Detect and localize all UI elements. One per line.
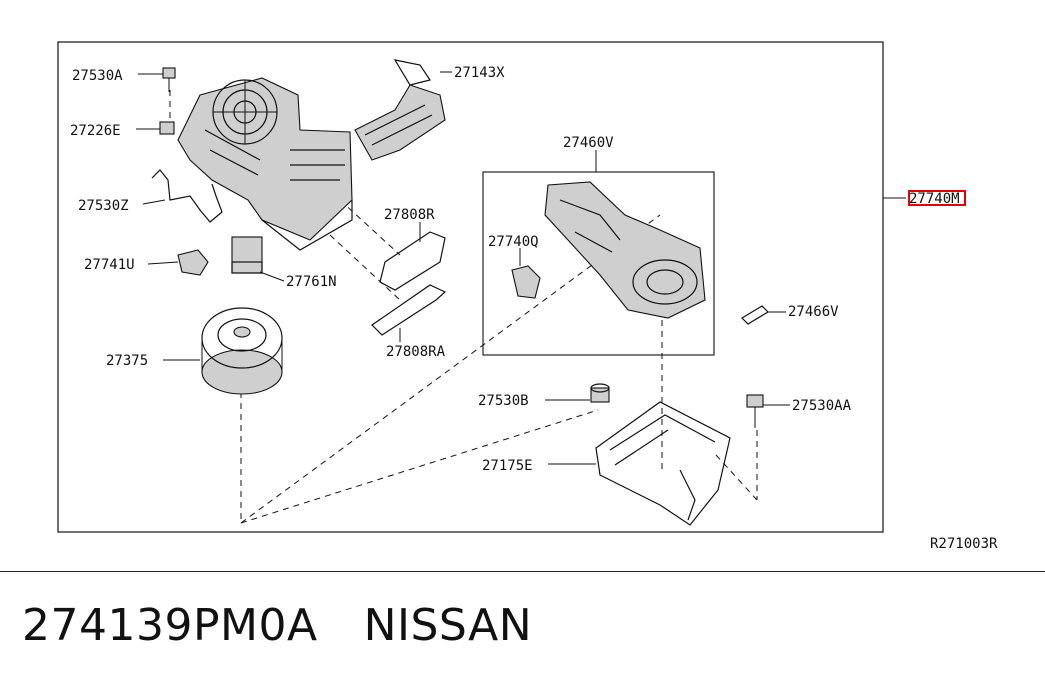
blower-housing [177,77,353,251]
reference-code: R271003R [930,536,998,552]
sensor-27741U [177,249,209,276]
part-number: 274139PM0A [22,600,318,651]
gasket-27808R [379,231,446,291]
nut-27530B [590,383,610,403]
duct-27143X [354,59,446,161]
callout-27530AA: 27530AA [792,398,852,414]
callout-27466V: 27466V [788,304,839,320]
bracket-27175E [595,401,731,526]
callout-27808R: 27808R [384,207,435,223]
callout-27530B: 27530B [478,393,529,409]
footer-divider [0,571,1045,572]
callout-27741U: 27741U [84,257,135,273]
screw-27530A [162,67,176,92]
assembly-frame [57,41,884,533]
parts-diagram: 27530A 27226E 27530Z 27741U 27375 27761N… [57,41,998,552]
harness-27530Z [151,169,223,223]
blower-motor-27375 [201,307,283,395]
callout-27375: 27375 [106,353,148,369]
assembly-dashed-lines [169,90,758,524]
gasket-27808RA [371,284,447,336]
callout-27761N: 27761N [286,274,337,290]
blower-case-27460V [544,181,706,319]
highlight-box [908,190,966,206]
brand-name: NISSAN [363,600,533,651]
nut-27226E [159,121,175,135]
callout-27740Q: 27740Q [488,234,539,250]
callout-27460V: 27460V [563,135,614,151]
callout-27226E: 27226E [70,123,121,139]
actuator-27740Q [511,265,541,299]
callout-27740M-highlighted: 27740M [909,191,960,207]
bolt-27530AA [746,394,764,428]
callout-27530Z: 27530Z [78,198,129,214]
callout-27175E: 27175E [482,458,533,474]
callout-27143X: 27143X [454,65,505,81]
filter-27466V [741,305,769,325]
footer-part-line: 274139PM0A NISSAN [22,600,532,651]
subassembly-frame [482,171,715,356]
resistor-27761N [231,236,263,274]
callout-27530A: 27530A [72,68,123,84]
callout-27808RA: 27808RA [386,344,446,360]
leader-lines [136,71,906,465]
